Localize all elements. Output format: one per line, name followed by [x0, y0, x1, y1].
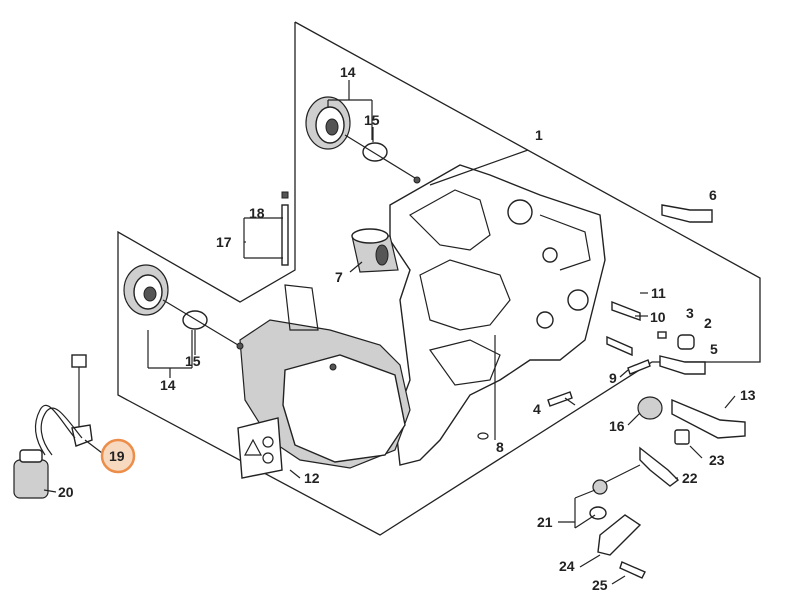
callout-14-upper[interactable]: 14	[340, 64, 356, 80]
callout-12[interactable]: 12	[304, 470, 320, 486]
tank-housing-part[interactable]	[237, 284, 411, 479]
callout-3[interactable]: 3	[686, 305, 694, 321]
sleeve-part[interactable]	[351, 228, 399, 273]
crankcase-part[interactable]	[389, 164, 606, 466]
leader-lines	[43, 80, 736, 585]
callout-6[interactable]: 6	[709, 187, 717, 203]
filter-part[interactable]	[13, 449, 49, 499]
callout-5[interactable]: 5	[710, 341, 718, 357]
callout-18[interactable]: 18	[249, 205, 265, 221]
callout-25[interactable]: 25	[592, 577, 608, 593]
callout-15-upper[interactable]: 15	[364, 112, 380, 128]
callout-24[interactable]: 24	[559, 558, 575, 574]
callout-21[interactable]: 21	[537, 514, 553, 530]
callout-17[interactable]: 17	[216, 234, 232, 250]
callout-23[interactable]: 23	[709, 452, 725, 468]
callout-7[interactable]: 7	[335, 269, 343, 285]
callout-19[interactable]: 19	[109, 448, 125, 464]
callout-13[interactable]: 13	[740, 387, 756, 403]
callout-15-lower[interactable]: 15	[185, 353, 201, 369]
highlight-marker-19[interactable]	[100, 438, 136, 474]
callout-1[interactable]: 1	[535, 127, 543, 143]
av-element-lower[interactable]	[123, 264, 244, 350]
callout-10[interactable]: 10	[650, 309, 666, 325]
callout-20[interactable]: 20	[58, 484, 74, 500]
callout-16[interactable]: 16	[609, 418, 625, 434]
pin-part[interactable]	[281, 191, 289, 266]
fuel-hose-part[interactable]	[34, 354, 93, 456]
callout-labels: 1 2 3 4 5 6 7 8 9 10 11 12 13 14 14 15 1…	[58, 64, 756, 593]
callout-4[interactable]: 4	[533, 401, 541, 417]
callout-22[interactable]: 22	[682, 470, 698, 486]
callout-14-lower[interactable]: 14	[160, 377, 176, 393]
hardware-parts[interactable]	[477, 204, 746, 579]
callout-8[interactable]: 8	[496, 439, 504, 455]
av-element-upper[interactable]	[305, 96, 421, 184]
callout-9[interactable]: 9	[609, 370, 617, 386]
callout-11[interactable]: 11	[651, 285, 666, 301]
callout-2[interactable]: 2	[704, 315, 712, 331]
